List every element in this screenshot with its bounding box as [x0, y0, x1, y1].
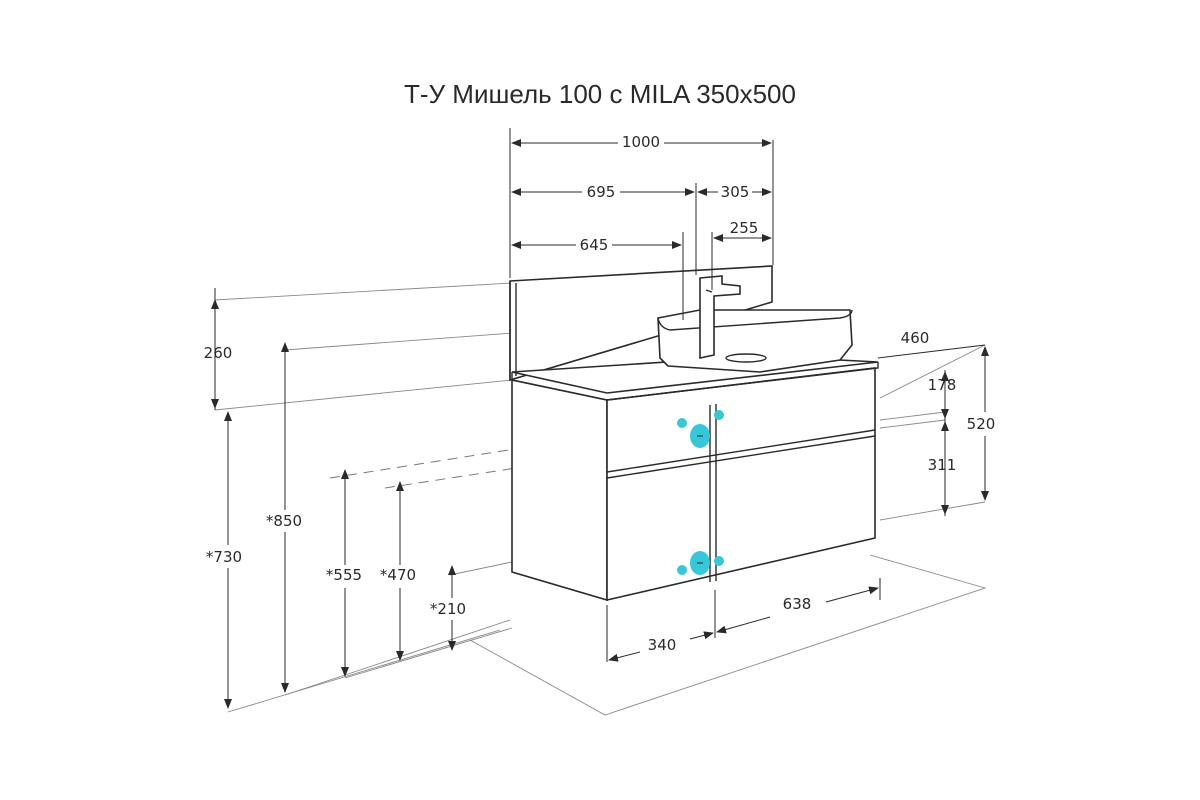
dim-width-total: 1000 [622, 133, 660, 151]
drawer-handle-markers [677, 410, 724, 575]
dim-bottom-drawer: 311 [928, 456, 957, 474]
dim-to-faucet: 695 [587, 183, 616, 201]
dim-floor-638: 638 [783, 595, 812, 613]
dim-top-drawer: 178 [928, 376, 957, 394]
drawing-title: Т-У Мишель 100 с MILA 350х500 [404, 79, 796, 109]
dim-height-210: *210 [430, 600, 466, 618]
dim-cabinet-height: 520 [967, 415, 996, 433]
right-dimensions: 460 178 311 520 [877, 329, 996, 516]
dim-depth: 460 [901, 329, 930, 347]
dim-backsplash: 260 [204, 344, 233, 362]
dim-height-555: *555 [326, 566, 362, 584]
top-dimensions: 1000 695 305 645 255 [509, 128, 774, 320]
dim-to-sink: 645 [580, 236, 609, 254]
marker-dot [677, 418, 687, 428]
dim-sink-to-edge: 255 [730, 219, 759, 237]
dim-height-850: *850 [266, 512, 302, 530]
faucet [699, 275, 741, 359]
left-dimensions: 260 *730 *850 *555 *470 *210 [204, 288, 466, 709]
floor-dimensions: 340 638 [606, 578, 881, 662]
dim-floor-340: 340 [648, 636, 677, 654]
dim-height-470: *470 [380, 566, 416, 584]
dim-height-730: *730 [206, 548, 242, 566]
dim-faucet-to-edge: 305 [721, 183, 750, 201]
marker-dot [714, 410, 724, 420]
marker-dot [677, 565, 687, 575]
vanity-cabinet [511, 355, 879, 602]
marker-dot [714, 556, 724, 566]
wall-guide-lines [214, 282, 986, 576]
sink-basin [657, 309, 853, 373]
